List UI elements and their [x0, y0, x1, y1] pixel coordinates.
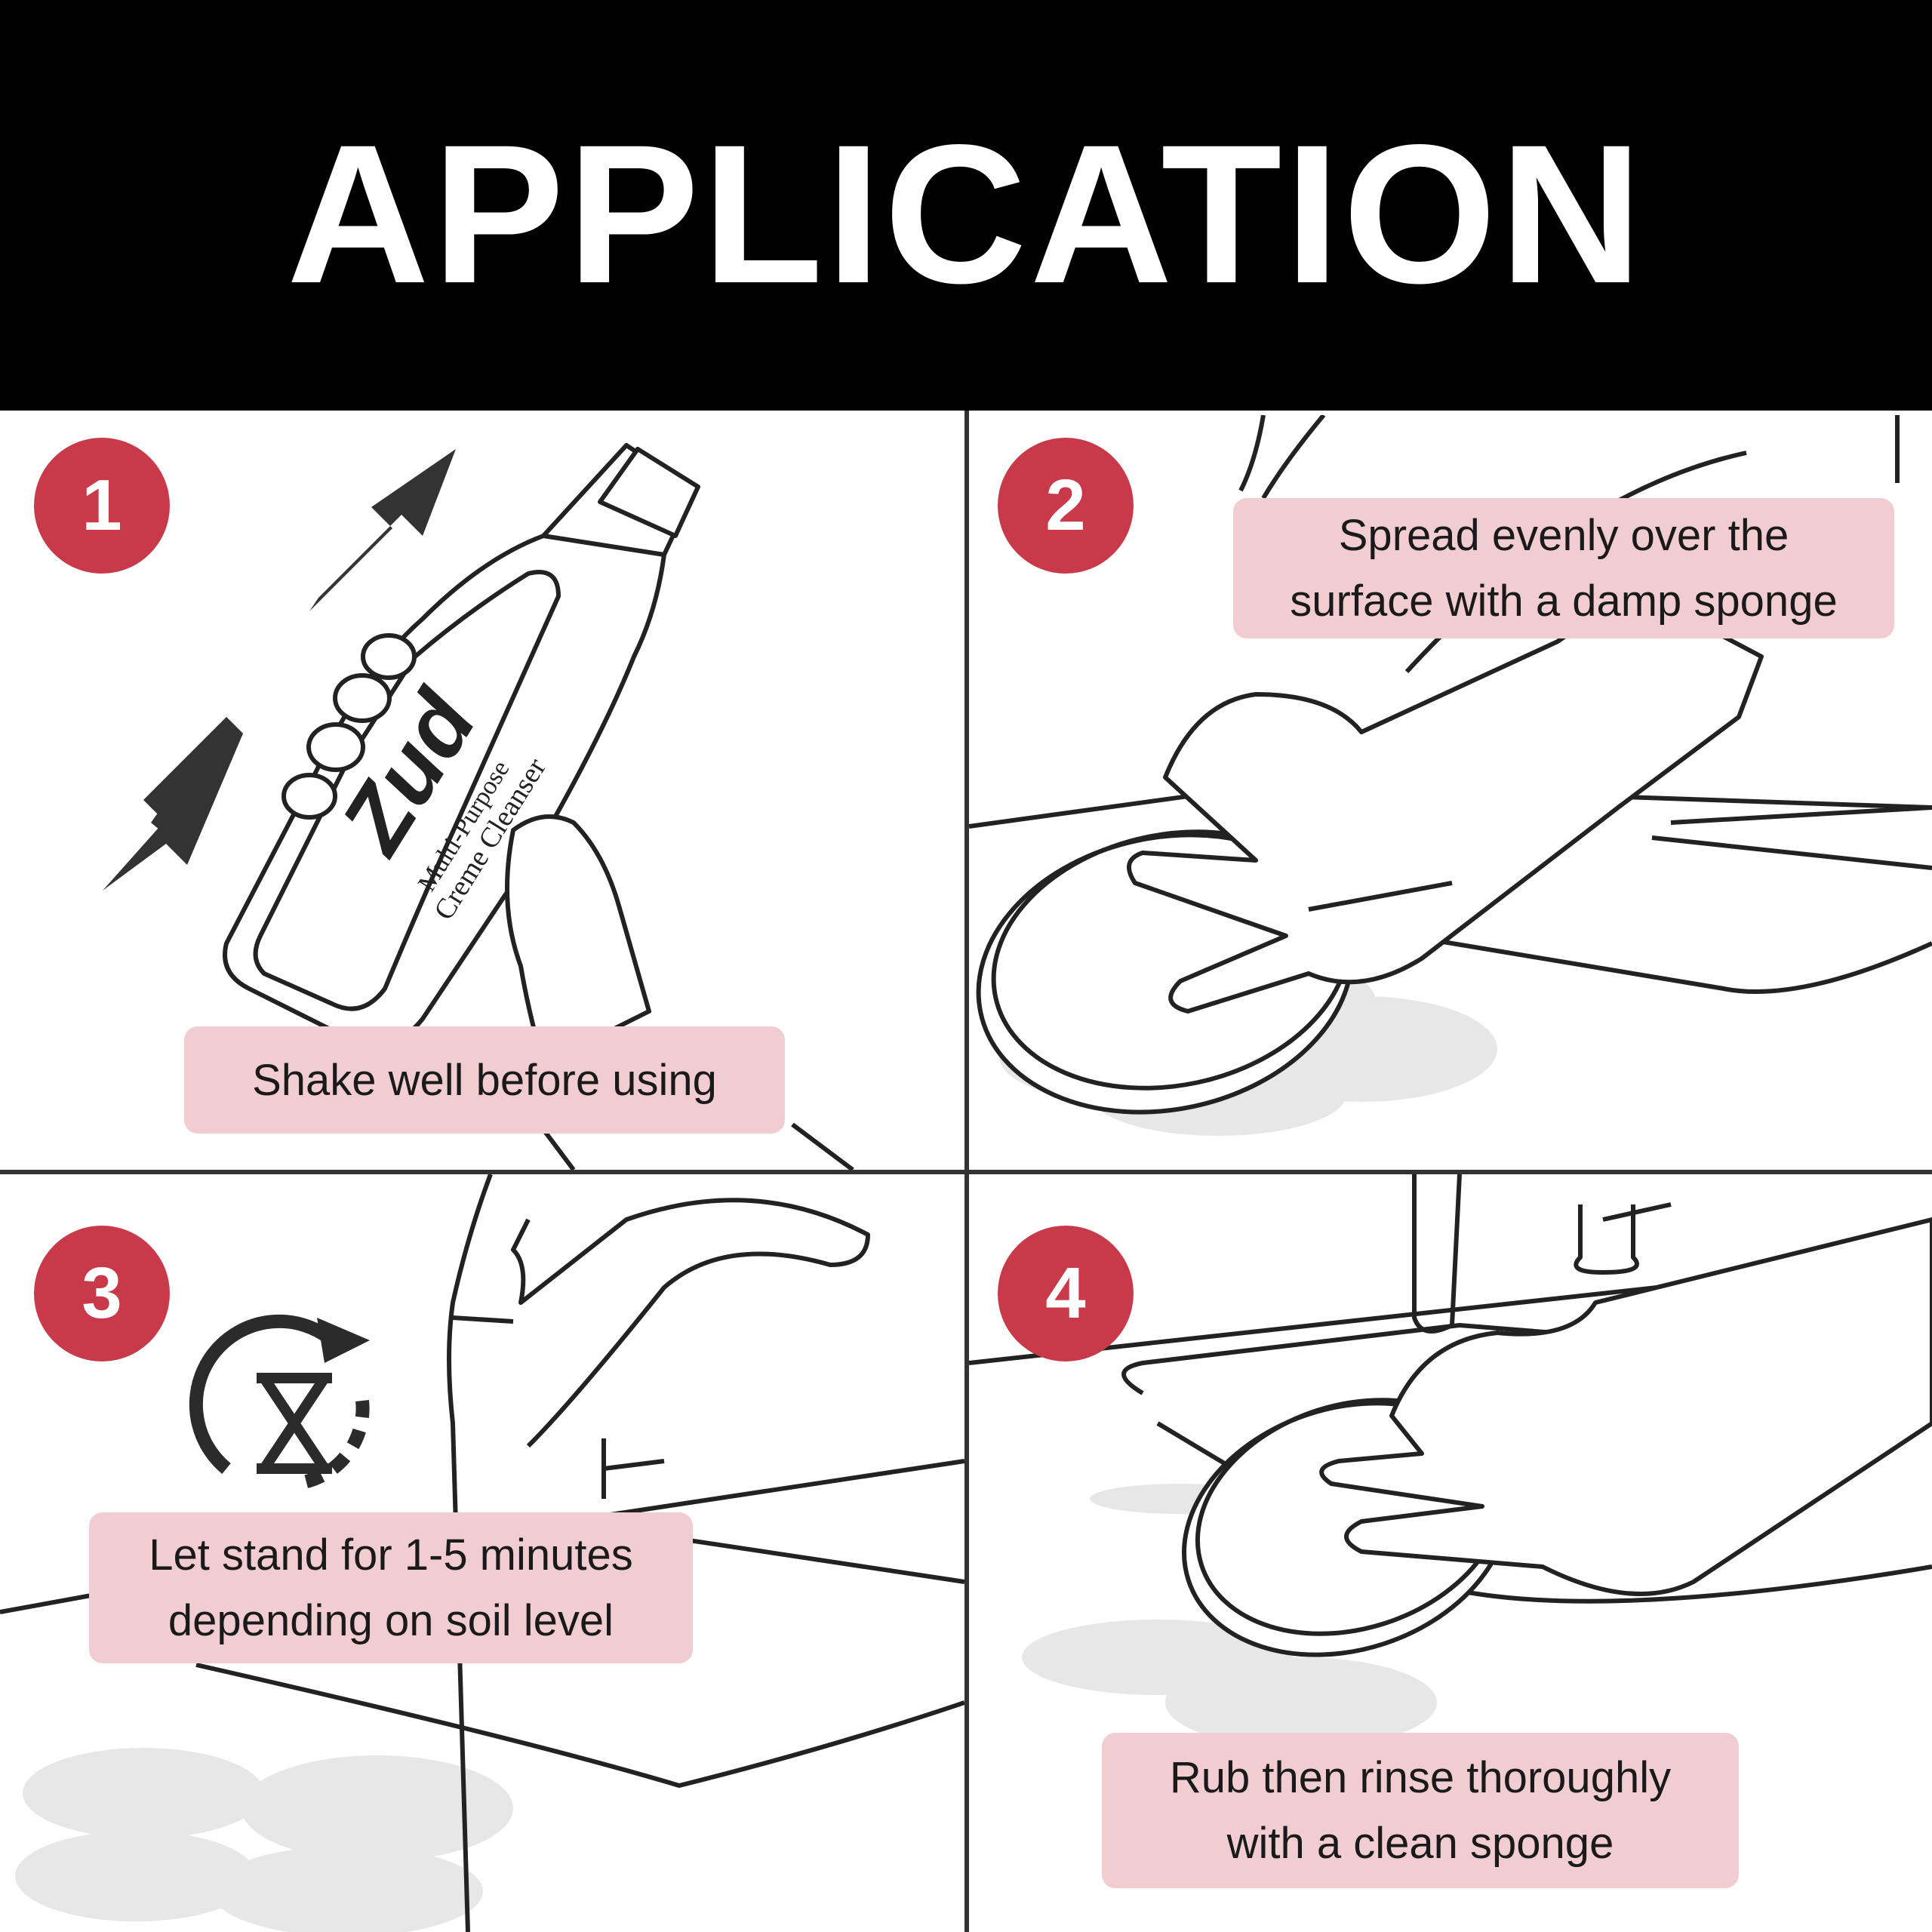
step-1-illustration: Zud Multi-Purpose Creme Cleanser — [103, 443, 854, 1170]
step-1-number: 1 — [82, 465, 122, 546]
hand-rubbing — [1319, 1217, 1932, 1596]
step-2-number: 2 — [1045, 465, 1086, 546]
step-3-number: 3 — [82, 1253, 122, 1334]
page-title: APPLICATION — [286, 103, 1646, 325]
step-2-caption-line-1: Spread evenly over the — [1338, 511, 1789, 560]
hand-shaking — [281, 633, 854, 1170]
step-4-caption: Rub then rinse thoroughly with a clean s… — [1102, 1733, 1739, 1888]
step-4-panel: 4 Rub then rinse thoroughly with a clean… — [969, 1174, 1932, 1932]
step-4-caption-line-1: Rub then rinse thoroughly — [1169, 1753, 1672, 1802]
step-4-caption-line-2: with a clean sponge — [1226, 1819, 1614, 1868]
step-3-panel: 3 Let stand for 1-5 minutes depending on… — [0, 1174, 964, 1932]
step-3-caption: Let stand for 1-5 minutes depending on s… — [89, 1512, 693, 1663]
step-2-badge: 2 — [998, 438, 1134, 574]
hourglass-timer-icon — [189, 1314, 370, 1491]
step-4-badge: 4 — [998, 1226, 1134, 1361]
step-4-illustration — [969, 1174, 1932, 1748]
soap-residue — [15, 1748, 513, 1932]
step-1-badge: 1 — [34, 438, 170, 574]
step-1-caption-line: Shake well before using — [252, 1055, 717, 1105]
header-bar: APPLICATION — [0, 0, 1932, 411]
step-3-caption-line-2: depending on soil level — [168, 1596, 614, 1645]
step-1-caption: Shake well before using — [184, 1026, 785, 1134]
horizontal-divider — [0, 1170, 1932, 1174]
step-2-caption-line-2: surface with a damp sponge — [1290, 577, 1838, 626]
soap-residue — [1022, 1484, 1437, 1748]
hand-spreading — [1127, 586, 1764, 1014]
step-3-caption-line-1: Let stand for 1-5 minutes — [149, 1531, 633, 1580]
step-2-panel: 2 Spread evenly over the surface with a … — [969, 415, 1932, 1170]
step-3-badge: 3 — [34, 1226, 170, 1361]
step-3-illustration — [0, 1174, 964, 1932]
arrow-down-left-icon — [103, 717, 243, 891]
step-1-panel: Zud Multi-Purpose Creme Cleanser 1 Shake… — [0, 415, 964, 1170]
step-2-illustration — [969, 415, 1932, 1136]
step-2-caption: Spread evenly over the surface with a da… — [1233, 498, 1894, 638]
step-4-number: 4 — [1045, 1253, 1086, 1334]
arrow-up-right-icon — [309, 449, 456, 611]
